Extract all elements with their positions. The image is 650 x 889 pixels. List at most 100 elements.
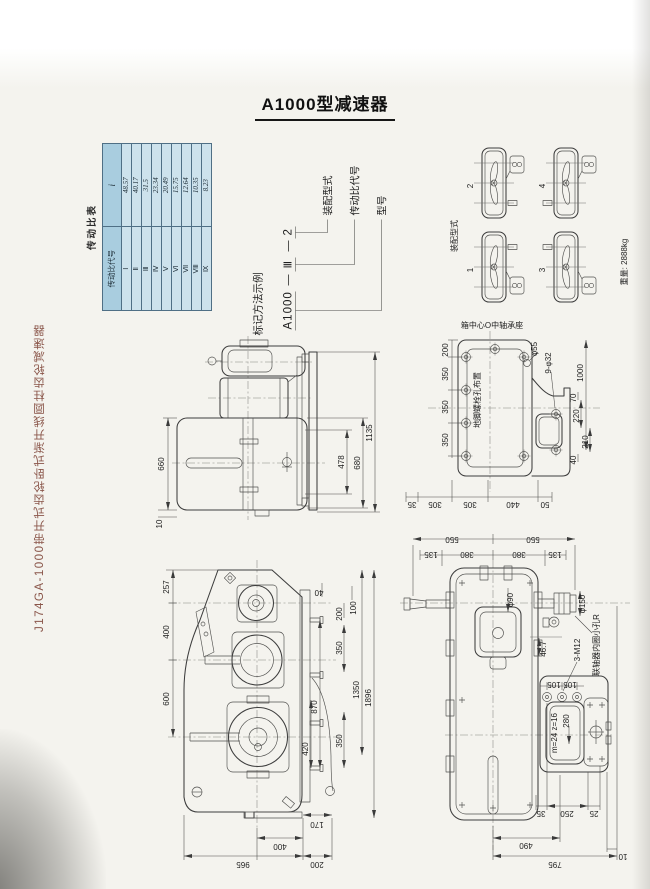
- assembly-diagram-3: [542, 231, 597, 303]
- dim-phi90: φ90: [506, 592, 515, 607]
- designation-sep2: —: [283, 241, 295, 252]
- front-view-details: [189, 572, 324, 819]
- designation-title: 标记方法示例: [252, 273, 265, 336]
- dim-50: 50: [540, 500, 549, 509]
- dim-35: 35: [407, 500, 416, 509]
- plan-105-ticks: [546, 682, 578, 690]
- dim-380b: 380: [512, 550, 526, 559]
- dim-400: 400: [162, 625, 171, 639]
- side-elevation-view: 660 10 478 680 1135: [155, 336, 380, 528]
- dim-46-7: 46.7: [539, 641, 548, 657]
- dim-220: 220: [572, 409, 581, 423]
- model-side-label: J174GA-1000带开式齿轮卧式渐开线圆柱齿轮减速器: [34, 323, 46, 632]
- plan-tapped-holes: [542, 692, 582, 702]
- dim-1350: 1350: [352, 681, 361, 699]
- weight-label: 重量: 2888kg: [619, 239, 629, 286]
- dim-105a: 105: [547, 680, 561, 689]
- dim-350b: 350: [335, 734, 344, 748]
- foundation-bottom-ticks: [405, 480, 553, 502]
- dim-40b: 40: [569, 455, 578, 464]
- page-title: A1000型减速器: [255, 90, 395, 121]
- assembly-diagram-4: [542, 147, 597, 219]
- dim-350c: 350: [441, 433, 450, 447]
- designation-assembly-code: 2: [283, 229, 295, 235]
- designation-diagram: 标记方法示例 A1000 — Ⅲ — 2 装配型式 传动比代号 型号: [252, 166, 389, 336]
- foundation-plan-view: 箱中心O中轴承座 地脚螺栓孔布置: [405, 320, 600, 509]
- foundation-caption: 箱中心O中轴承座: [461, 320, 523, 330]
- dim-400b: 400: [273, 842, 287, 851]
- dim-257: 257: [162, 580, 171, 594]
- dim-870: 870: [310, 700, 319, 714]
- front-elevation-view: 257 400 600 40 100 200 350 350 870 420 1…: [162, 560, 376, 869]
- dim-350b: 350: [441, 400, 450, 414]
- dim-1135: 1135: [365, 424, 374, 442]
- dim-1000: 1000: [576, 364, 585, 382]
- dim-10b: 10: [618, 852, 627, 861]
- dim-210: 210: [581, 435, 590, 449]
- dim-680: 680: [353, 456, 362, 470]
- dim-170: 170: [310, 820, 324, 829]
- dim-200c: 200: [310, 860, 324, 869]
- dim-600: 600: [162, 692, 171, 706]
- designation-leader-lines: [295, 219, 382, 331]
- dim-70: 70: [569, 393, 578, 402]
- dim-phi150: φ150: [578, 594, 587, 613]
- assembly-type-1-label: 1: [466, 267, 475, 272]
- foundation-left-ticks: [448, 339, 462, 457]
- anchor-bolt-label: 地脚螺栓孔布置: [472, 372, 482, 428]
- dim-350a: 350: [441, 367, 450, 381]
- dim-135b: 135: [548, 550, 562, 559]
- dim-100: 100: [349, 601, 358, 615]
- coupling-note: 联轴器内圈小孔R: [591, 614, 601, 676]
- assembly-diagram-1: [473, 231, 525, 303]
- scan-edge-shade: [632, 0, 650, 889]
- plan-right-shaft-coupling: [537, 592, 577, 615]
- technical-drawings: 2 4 1 3 装配型式 重量: 2888kg: [155, 147, 630, 869]
- front-left-ticks: [169, 602, 177, 661]
- dim-440: 440: [506, 500, 520, 509]
- dim-1896: 1896: [364, 689, 373, 707]
- plan-bottom-ext: [492, 606, 618, 860]
- page-title-wrap: A1000型减速器: [0, 90, 650, 121]
- top-plan-view: φ90 φ150 联轴器内圈小孔R 46.7 3-M12: [400, 534, 630, 869]
- dim-3-M12: 3-M12: [573, 638, 582, 661]
- dim-135a: 135: [424, 550, 438, 559]
- dim-478: 478: [337, 455, 346, 469]
- dim-380a: 380: [460, 550, 474, 559]
- assembly-diagram-2: [473, 147, 525, 219]
- dim-35b: 35: [536, 809, 545, 818]
- dim-420: 420: [301, 742, 310, 756]
- assembly-type-3-label: 3: [538, 267, 547, 272]
- dim-305a: 305: [428, 500, 442, 509]
- assembly-type-4-label: 4: [538, 183, 547, 188]
- dim-105b: 105: [563, 680, 577, 689]
- gear-spec: m=24 z=16: [550, 712, 559, 753]
- dim-305b: 305: [463, 500, 477, 509]
- scan-corner-shadow: [0, 729, 106, 889]
- dim-660: 660: [157, 457, 166, 471]
- assembly-types-title: 装配型式: [449, 220, 459, 252]
- label-ratio-code: 传动比代号: [350, 166, 362, 216]
- dim-200: 200: [441, 343, 450, 357]
- dim-550a: 550: [445, 535, 459, 544]
- plan-left-shaft: [403, 597, 451, 611]
- dim-350a: 350: [335, 641, 344, 655]
- assembly-type-diagrams: 2 4 1 3 装配型式 重量: 2888kg: [449, 147, 629, 303]
- label-assembly-type: 装配型式: [322, 176, 335, 216]
- designation-model: A1000: [283, 291, 295, 329]
- plan-eye-bolt: [530, 616, 562, 638]
- assembly-type-2-label: 2: [466, 183, 475, 188]
- dim-25: 25: [589, 809, 598, 818]
- label-model: 型号: [376, 196, 389, 216]
- dim-phi55: φ55: [530, 341, 539, 356]
- dim-40: 40: [314, 588, 323, 597]
- dim-200b: 200: [335, 607, 344, 621]
- plan-right-box-marks: [587, 702, 612, 762]
- dim-795: 795: [548, 860, 562, 869]
- designation-sep1: —: [283, 275, 295, 286]
- dim-490: 490: [519, 841, 533, 850]
- designation-ratio-code: Ⅲ: [283, 261, 295, 269]
- dim-280: 280: [562, 714, 571, 728]
- dim-10: 10: [155, 519, 164, 528]
